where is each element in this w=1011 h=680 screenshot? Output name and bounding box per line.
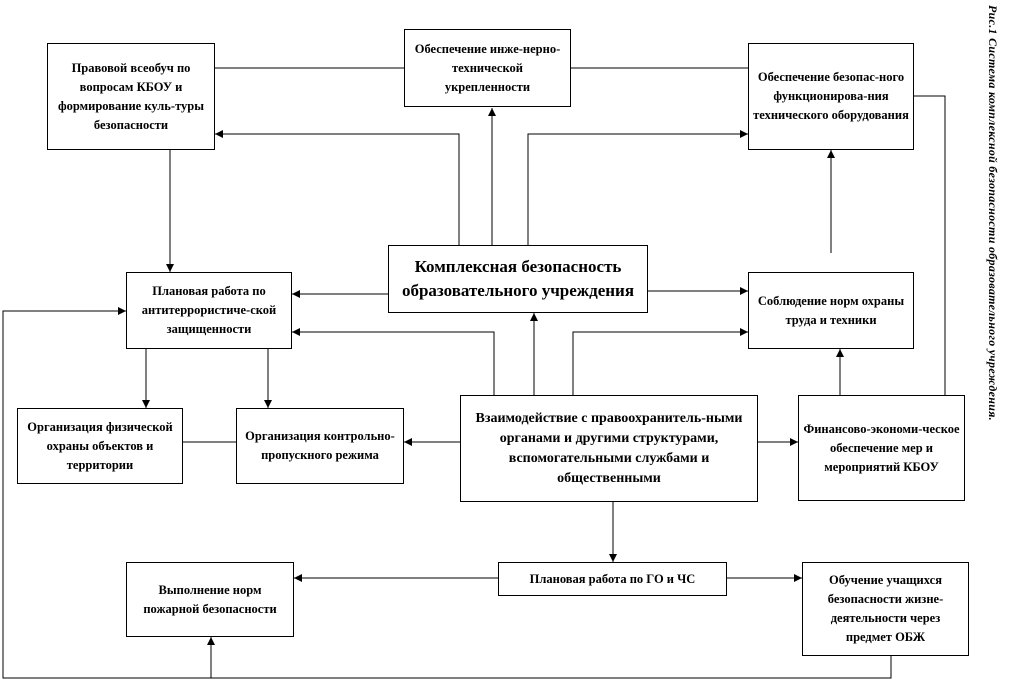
access-control-box: Организация контрольно-пропускного режим…: [236, 408, 404, 484]
physical-guard-box: Организация физической охраны объектов и…: [17, 408, 183, 484]
legal-education-box: Правовой всеобуч по вопросам КБОУ и форм…: [47, 43, 215, 150]
labor-safety-box: Соблюдение норм охраны труда и техники: [748, 272, 914, 349]
engineering-box: Обеспечение инже-нерно-технической укреп…: [404, 29, 571, 107]
interaction-box: Взаимодействие с правоохранитель-ными ор…: [460, 395, 758, 502]
fire-safety-box: Выполнение норм пожарной безопасности: [126, 562, 294, 637]
equipment-safety-box: Обеспечение безопас-ного функционирова-н…: [748, 43, 914, 150]
figure-caption: Рис.1 Система комплексной безопасности о…: [986, 5, 1000, 421]
antiterror-box: Плановая работа по антитеррористиче-ской…: [126, 272, 292, 349]
central-concept-box: Комплексная безопасность образовательног…: [388, 245, 648, 313]
obzh-training-box: Обучение учащихся безопасности жизне-дея…: [802, 562, 969, 656]
go-chs-box: Плановая работа по ГО и ЧС: [498, 562, 727, 596]
finance-box: Финансово-экономи-ческое обеспечение мер…: [798, 395, 965, 501]
